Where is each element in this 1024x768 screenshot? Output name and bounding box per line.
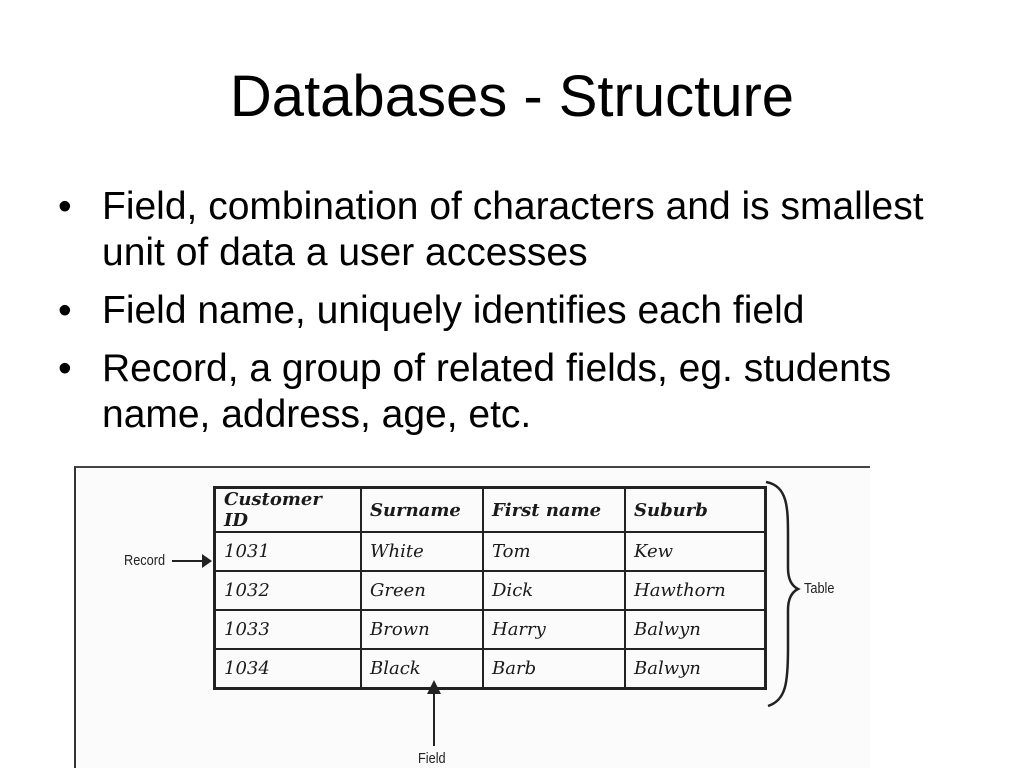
record-label: Record [124,552,166,569]
annotation-overlay [172,480,801,746]
table-cell: 1033 [213,609,362,650]
bullet-dot-icon: • [58,289,72,332]
table-cell: Hawthorn [624,570,767,611]
database-table-figure: Customer ID Surname First name Suburb 10… [74,466,870,768]
customer-table: Customer ID Surname First name Suburb 10… [213,486,767,690]
bullet-item: • Field, combination of characters and i… [58,184,958,276]
column-header: Surname [360,486,484,533]
table-cell: Balwyn [624,648,767,690]
table-cell: Balwyn [624,609,767,650]
table-cell: 1031 [213,531,362,572]
table-cell: Kew [624,531,767,572]
table-label: Table [804,580,835,597]
field-label: Field [418,750,446,767]
bullet-text: Field, combination of characters and is … [102,185,924,274]
field-arrow-icon [427,680,441,746]
table-cell: Black [360,648,484,690]
table-row: 1033 Brown Harry Balwyn [213,609,767,650]
table-cell: 1032 [213,570,362,611]
bullet-list: • Field, combination of characters and i… [58,184,958,450]
bullet-item: • Field name, uniquely identifies each f… [58,288,958,334]
table-cell: Green [360,570,484,611]
table-row: 1031 White Tom Kew [213,531,767,572]
table-cell: White [360,531,484,572]
bullet-dot-icon: • [58,185,72,228]
table-brace-icon [765,480,801,708]
record-arrow-icon [172,554,212,568]
table-cell: Harry [482,609,626,650]
table-cell: Brown [360,609,484,650]
bullet-text: Field name, uniquely identifies each fie… [102,289,805,332]
table-header-row: Customer ID Surname First name Suburb [213,486,767,533]
table-cell: Tom [482,531,626,572]
bullet-text: Record, a group of related fields, eg. s… [102,347,892,436]
bullet-item: • Record, a group of related fields, eg.… [58,346,958,438]
table-row: 1032 Green Dick Hawthorn [213,570,767,611]
column-header: Suburb [624,486,767,533]
table-cell: 1034 [213,648,362,690]
column-header: Customer ID [213,486,362,533]
table-row: 1034 Black Barb Balwyn [213,648,767,690]
column-header: First name [482,486,626,533]
table-cell: Dick [482,570,626,611]
table-cell: Barb [482,648,626,690]
bullet-dot-icon: • [58,347,72,390]
slide-title: Databases - Structure [229,64,795,129]
